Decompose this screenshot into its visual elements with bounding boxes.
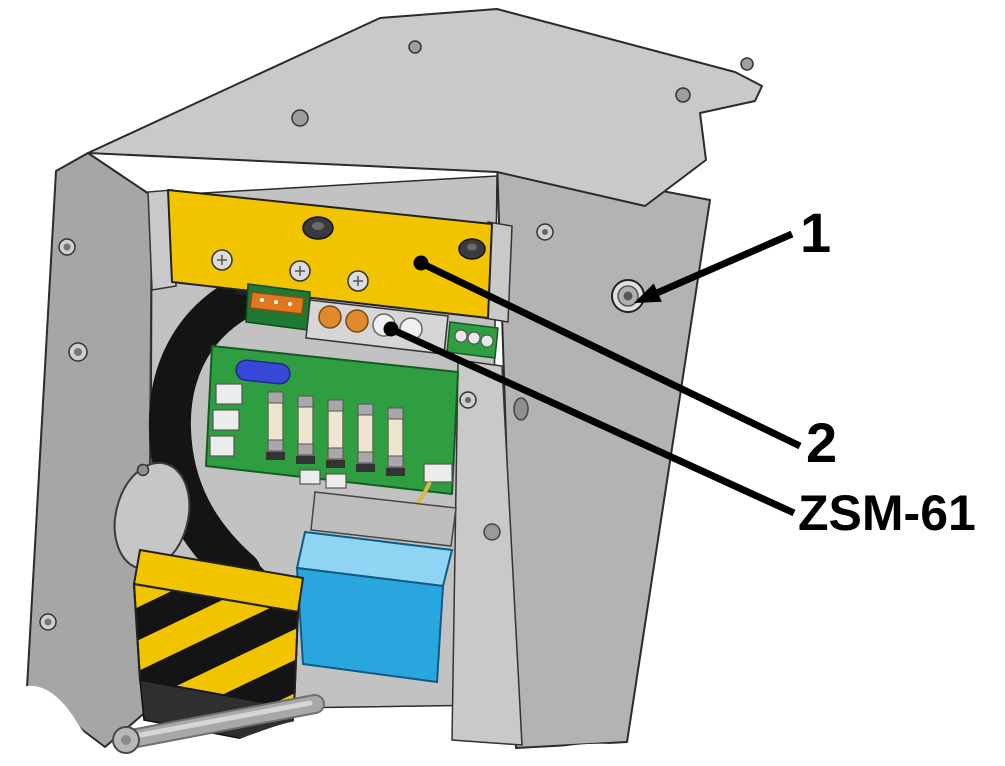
fuse-cap	[267, 391, 284, 404]
top-plate-hole	[675, 87, 691, 103]
right-panel-screw-center	[542, 229, 548, 235]
fuse	[356, 403, 375, 472]
module-screw-terminal	[347, 270, 369, 292]
grommet-center	[623, 291, 633, 301]
callout-2-label: 2	[806, 411, 837, 474]
top-plate-hole	[291, 109, 309, 127]
fuse-cap	[267, 439, 284, 452]
pcb-terminal-block	[209, 435, 235, 457]
callout-2-line	[419, 259, 802, 450]
terminal-round-orange	[345, 309, 369, 333]
top-plate-hole	[740, 57, 754, 71]
fuse-cap	[297, 443, 314, 456]
rod-end-center	[121, 735, 131, 745]
fuse-holder	[266, 452, 285, 460]
interior-shelf	[310, 491, 457, 547]
top-mounting-plate	[87, 8, 763, 207]
fuse-cap	[387, 455, 404, 468]
fuse-cap	[297, 395, 314, 408]
pcb-connector	[325, 473, 347, 489]
module-bumper-highlight	[312, 222, 324, 230]
fuse-holder	[326, 460, 345, 468]
top-plate-face	[87, 8, 763, 207]
callout-1: 1	[634, 201, 831, 303]
terminal-round-orange	[318, 305, 342, 329]
shaft-rod	[112, 694, 325, 754]
fuse	[386, 407, 405, 476]
clamp-screw-icon	[136, 463, 150, 477]
left-panel-bolt-center	[63, 243, 71, 251]
connector-pin	[274, 300, 278, 304]
module-screw-terminal	[211, 249, 233, 271]
callout-1-label: 1	[800, 201, 831, 264]
pcb-connector	[299, 469, 321, 485]
left-panel-bolt-center	[74, 348, 82, 356]
green-block-terminal	[467, 331, 481, 345]
fuse	[326, 399, 345, 468]
rod-highlight	[127, 700, 313, 740]
connector-board	[245, 283, 311, 331]
fuse	[296, 395, 315, 464]
callout-1-arrowhead-icon	[634, 283, 662, 303]
blue-component	[295, 530, 454, 684]
callout-2: 2	[413, 255, 837, 474]
fuse-holder	[356, 464, 375, 472]
green-block-terminal	[454, 329, 468, 343]
blue-component-front	[295, 566, 445, 684]
right-panel-slot-hole	[513, 397, 529, 421]
callout-1-line	[656, 230, 794, 296]
inner-right-panel-face	[451, 359, 523, 746]
fuse-pcb	[205, 345, 459, 533]
mounting-grommet	[611, 279, 645, 313]
module-screw-terminal	[289, 260, 311, 282]
fuse-cap	[327, 399, 344, 412]
callout-zsm61: ZSM-61	[383, 321, 976, 541]
transformer-block	[132, 548, 305, 749]
green-block-terminal	[480, 334, 494, 348]
pcb-terminal-block	[215, 383, 243, 405]
inner-right-panel-hole	[483, 523, 501, 541]
callout-zsm61-label: ZSM-61	[798, 485, 976, 541]
ribbon-cable-run	[148, 269, 279, 593]
bottom-crop-wave	[0, 685, 1005, 766]
fuse-cap	[357, 451, 374, 464]
callout-zsm61-line	[389, 325, 796, 517]
connector-pin	[288, 302, 292, 306]
pcb-connector	[423, 463, 453, 483]
fuse-cap	[327, 447, 344, 460]
inner-right-panel	[451, 359, 523, 746]
fuse-cap	[387, 407, 404, 420]
capacitor-blue	[235, 359, 291, 385]
pcb-terminal-block	[212, 409, 240, 431]
top-plate-hole	[408, 40, 422, 54]
module-bumper-highlight	[467, 243, 477, 251]
green-terminal-block	[446, 321, 499, 359]
left-panel-bolt-center	[44, 618, 52, 626]
fuse	[266, 391, 285, 460]
fuse-cap	[357, 403, 374, 416]
fuse-holder	[386, 468, 405, 476]
connector-pin	[260, 298, 264, 302]
fuse-holder	[296, 456, 315, 464]
inner-right-panel-screw-center	[465, 397, 471, 403]
